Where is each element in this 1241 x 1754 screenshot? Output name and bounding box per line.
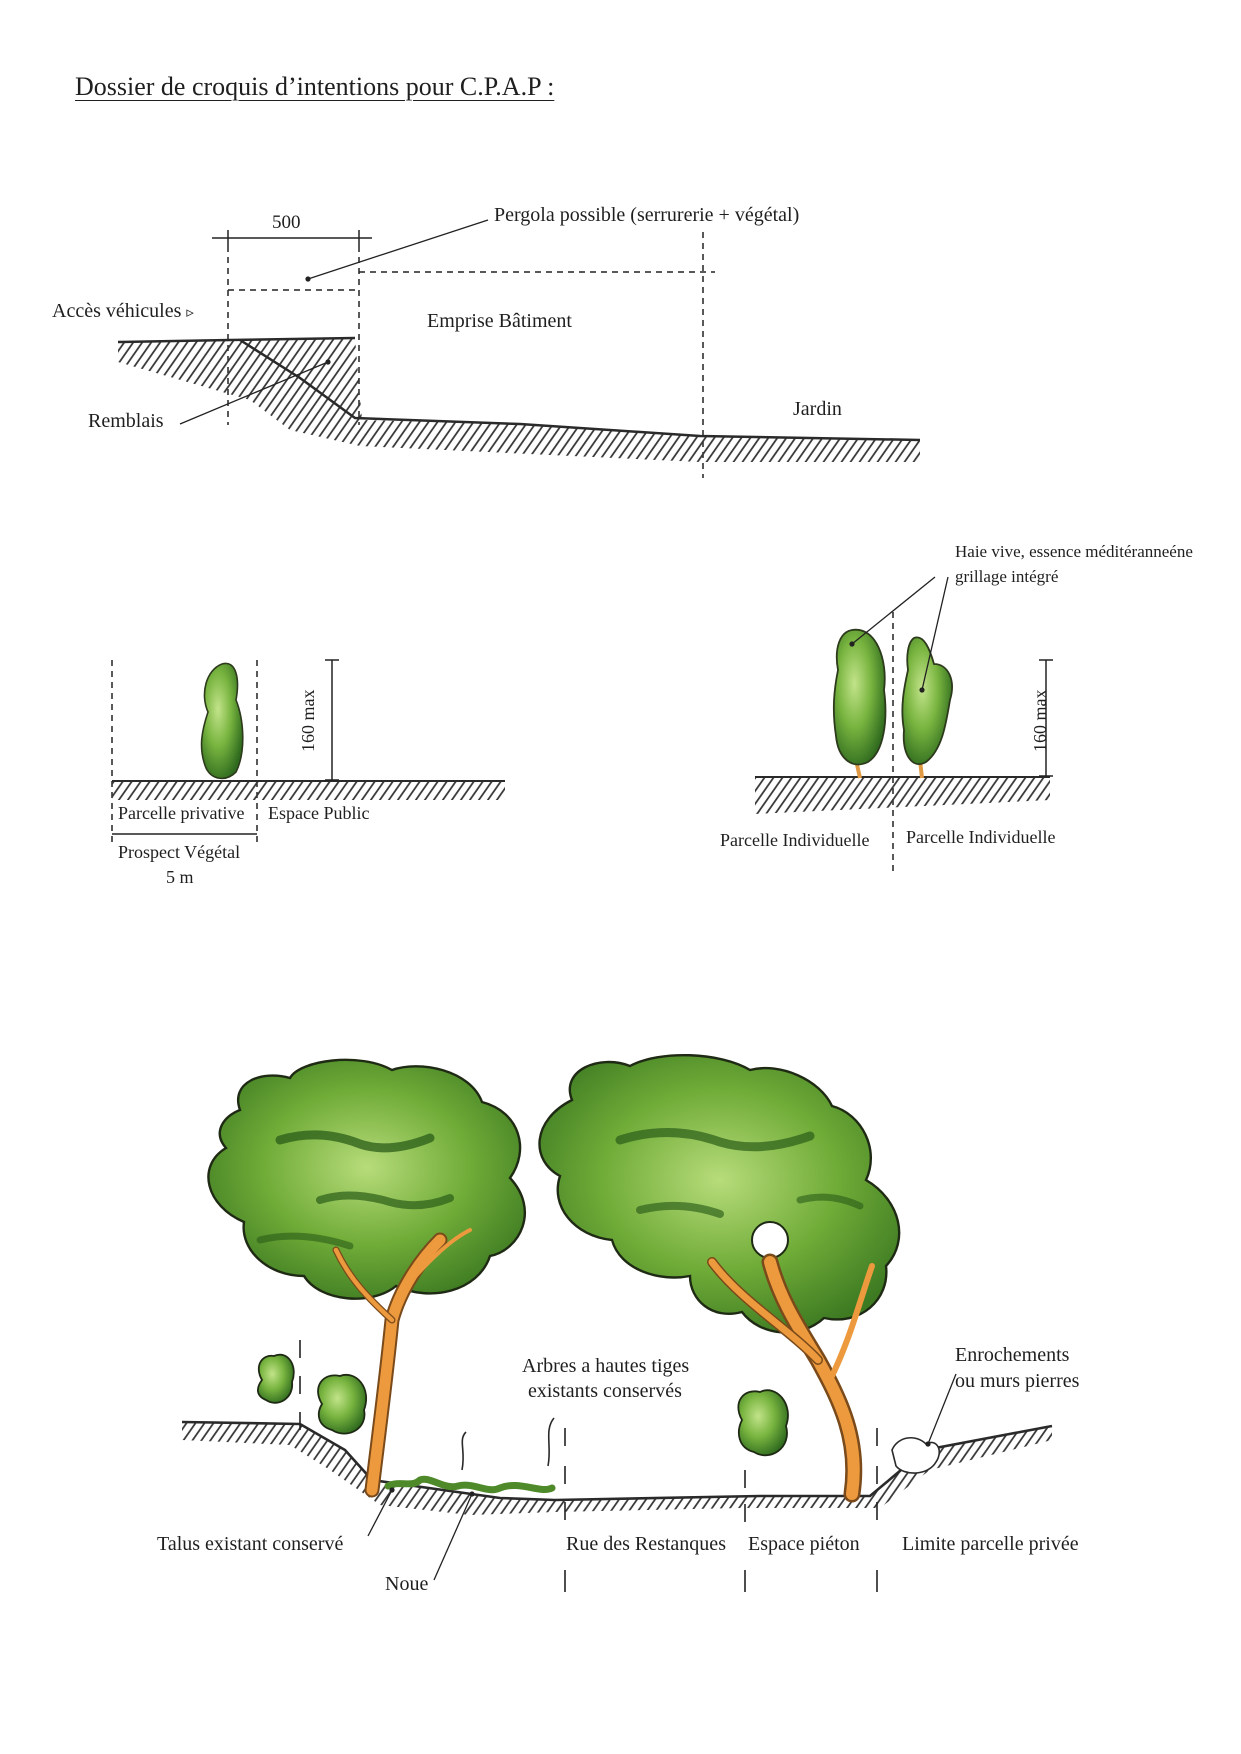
section-hedge-plots — [755, 576, 1053, 872]
prospect-label: Prospect Végétal — [118, 842, 241, 862]
public-space-label: Espace Public — [268, 803, 370, 823]
left-tree-canopy — [207, 1058, 527, 1300]
ground-line — [117, 336, 356, 344]
vehicle-access-label: Accès véhicules ▹ — [52, 300, 194, 322]
building-footprint-label: Emprise Bâtiment — [427, 310, 572, 332]
small-shrub — [317, 1373, 367, 1435]
individual-plot-left-label: Parcelle Individuelle — [720, 830, 870, 850]
rock-label-line2: ou murs pierres — [955, 1370, 1080, 1392]
rock-label-line1: Enrochements — [955, 1344, 1070, 1366]
trees-label-line1: Arbres a hautes tiges — [522, 1355, 690, 1377]
private-boundary-label: Limite parcelle privée — [902, 1533, 1079, 1555]
hedge-shrub-right — [901, 636, 953, 765]
ground-line — [239, 338, 921, 442]
trees-label-line2: existants conservés — [528, 1380, 682, 1402]
small-shrub — [737, 1389, 789, 1457]
section-street — [181, 1054, 1053, 1592]
prospect-distance: 5 m — [166, 867, 194, 887]
private-plot-label: Parcelle privative — [118, 803, 245, 823]
section-building-profile — [117, 219, 921, 478]
pedestrian-space-label: Espace piéton — [748, 1533, 860, 1555]
section-hedge-public — [111, 659, 505, 842]
height-label: 160 max — [1030, 689, 1050, 753]
ground-line — [181, 1420, 1053, 1502]
swale-label: Noue — [385, 1573, 429, 1595]
hedge-label-line2: grillage intégré — [955, 567, 1059, 586]
noue-vegetation — [384, 1475, 556, 1494]
access-arrow-icon: ▹ — [186, 305, 194, 321]
garden-label: Jardin — [793, 398, 842, 420]
small-shrub — [257, 1353, 295, 1404]
dimension-label: 500 — [272, 212, 301, 233]
left-tree-trunk — [366, 1234, 446, 1496]
terrain-hatch — [182, 1422, 1052, 1515]
terrain-hatch — [755, 777, 1050, 814]
hedge-label-line1: Haie vive, essence méditéranneéne — [955, 542, 1193, 561]
pergola-label: Pergola possible (serrurerie + végétal) — [494, 204, 800, 226]
height-label: 160 max — [298, 689, 318, 753]
backfill-label: Remblais — [88, 410, 164, 432]
individual-plot-right-label: Parcelle Individuelle — [906, 827, 1056, 847]
terrain-hatch — [112, 781, 505, 800]
embankment-label: Talus existant conservé — [157, 1533, 344, 1555]
boundary-markers — [299, 1340, 878, 1592]
terrain-hatch — [118, 338, 920, 462]
hedge-shrub-left — [832, 628, 887, 766]
right-tree-canopy — [538, 1054, 901, 1334]
stone-wall — [891, 1437, 941, 1474]
hedge-shrub — [200, 662, 244, 780]
street-label: Rue des Restanques — [566, 1533, 726, 1555]
page-title: Dossier de croquis d’intentions pour C.P… — [75, 72, 555, 101]
